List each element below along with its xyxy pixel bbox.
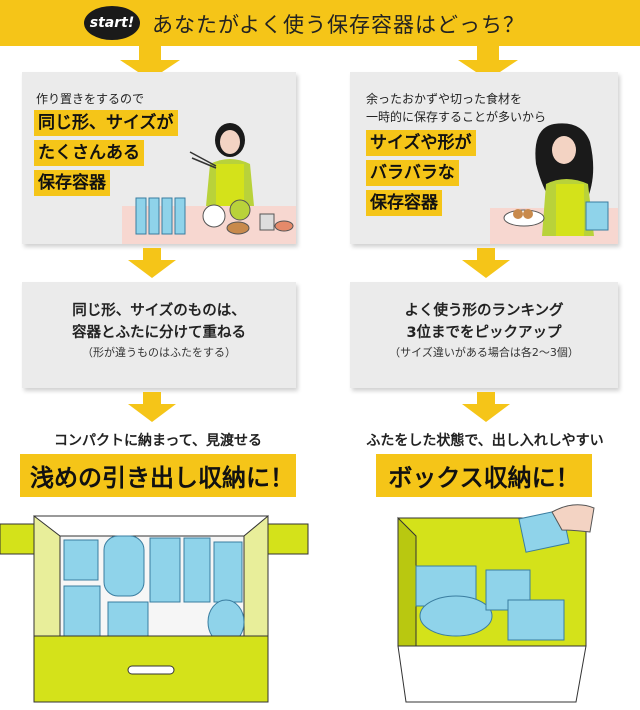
stacked-containers-illustration <box>135 197 294 235</box>
arrow-down-icon <box>128 248 176 278</box>
woman-cooking-illustration <box>189 123 254 206</box>
left-highlight-line: 保存容器 <box>34 170 110 196</box>
arrow-down-icon <box>458 46 518 80</box>
arrow-down-icon <box>120 46 180 80</box>
page-title: あなたがよく使う保存容器はどっち？ <box>152 13 525 37</box>
right-step-line: よく使う形のランキング <box>404 303 564 319</box>
box-storage-illustration <box>397 504 595 703</box>
right-highlight-line: 保存容器 <box>366 190 442 216</box>
right-step-card <box>350 282 618 388</box>
right-step-note: （サイズ違いがある場合は各2〜3個） <box>389 346 579 359</box>
left-step-text: 同じ形、サイズのものは、 容器とふたに分けて重ねる （形が違うものはふたをする） <box>22 300 296 360</box>
right-intro-line: 余ったおかずや切った食材を <box>366 92 523 106</box>
right-intro-line: 一時的に保存することが多いから <box>366 110 547 124</box>
left-highlight-line: たくさんある <box>34 140 144 166</box>
left-step-line: 容器とふたに分けて重ねる <box>72 325 246 341</box>
right-step-text: よく使う形のランキング 3位までをピックアップ （サイズ違いがある場合は各2〜3… <box>350 300 618 360</box>
left-step-note: （形が違うものはふたをする） <box>82 346 236 359</box>
left-step-line: 同じ形、サイズのものは、 <box>72 303 246 319</box>
arrow-down-icon <box>462 392 510 422</box>
left-highlight-line: 同じ形、サイズが <box>34 110 178 136</box>
drawer-storage-illustration <box>0 514 309 703</box>
right-result-title: ボックス収納に！ <box>376 454 592 497</box>
left-result-subtitle: コンパクトに納まって、見渡せる <box>53 433 263 449</box>
left-step-card <box>22 282 296 388</box>
right-intro: 余ったおかずや切った食材を 一時的に保存することが多いから <box>366 90 546 126</box>
left-result-title: 浅めの引き出し収納に！ <box>20 454 296 497</box>
right-result-subtitle: ふたをした状態で、出し入れしやすい <box>366 433 604 449</box>
right-highlight-line: サイズや形が <box>366 130 476 156</box>
woman-cooking-illustration <box>503 123 609 236</box>
left-intro: 作り置きをするので <box>36 92 145 106</box>
left-highlight: 同じ形、サイズが たくさんある 保存容器 <box>34 110 178 196</box>
arrow-down-icon <box>128 392 176 422</box>
right-step-line: 3位までをピックアップ <box>406 325 562 341</box>
arrow-down-icon <box>462 248 510 278</box>
right-highlight: サイズや形が バラバラな 保存容器 <box>366 130 476 216</box>
right-highlight-line: バラバラな <box>366 160 459 186</box>
start-badge: start! <box>84 6 140 40</box>
